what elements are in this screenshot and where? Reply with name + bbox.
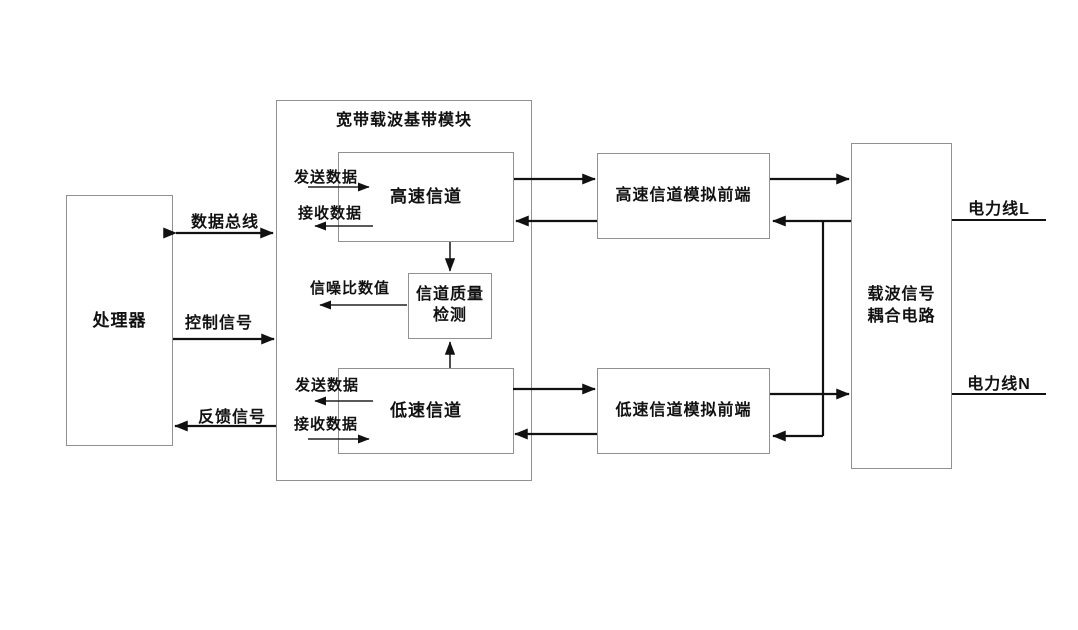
snr-value-label: 信噪比数值 — [309, 280, 390, 297]
hs-send-data-label: 发送数据 — [293, 169, 358, 186]
coupling-label-line1: 载波信号 — [867, 286, 936, 304]
high-speed-afe-label: 高速信道模拟前端 — [615, 187, 752, 204]
carrier-coupling-circuit-box: 载波信号 耦合电路 — [851, 143, 952, 469]
processor-label: 处理器 — [92, 310, 147, 330]
low-speed-afe-box: 低速信道模拟前端 — [597, 368, 770, 454]
low-speed-afe-label: 低速信道模拟前端 — [615, 402, 752, 419]
coupling-label-line2: 耦合电路 — [867, 308, 936, 325]
high-speed-afe-box: 高速信道模拟前端 — [597, 153, 770, 239]
high-speed-channel-label: 高速信道 — [390, 187, 462, 207]
processor-box: 处理器 — [66, 195, 173, 446]
hs-receive-data-label: 接收数据 — [297, 205, 362, 222]
channel-quality-detect-box: 信道质量 检测 — [408, 273, 492, 339]
power-line-n-label: 电力线N — [967, 376, 1031, 393]
baseband-module-title: 宽带载波基带模块 — [335, 112, 472, 129]
data-bus-label: 数据总线 — [190, 214, 259, 231]
channel-quality-label-line1: 信道质量 — [415, 286, 484, 304]
high-speed-channel-box: 高速信道 — [338, 152, 514, 242]
ls-receive-data-label: 接收数据 — [293, 416, 358, 433]
power-line-l-label: 电力线L — [968, 201, 1030, 218]
feedback-signal-label: 反馈信号 — [197, 409, 266, 426]
ls-send-data-label: 发送数据 — [294, 377, 359, 394]
control-signal-label: 控制信号 — [184, 315, 253, 332]
channel-quality-label-line2: 检测 — [432, 307, 467, 324]
low-speed-channel-label: 低速信道 — [390, 401, 462, 421]
